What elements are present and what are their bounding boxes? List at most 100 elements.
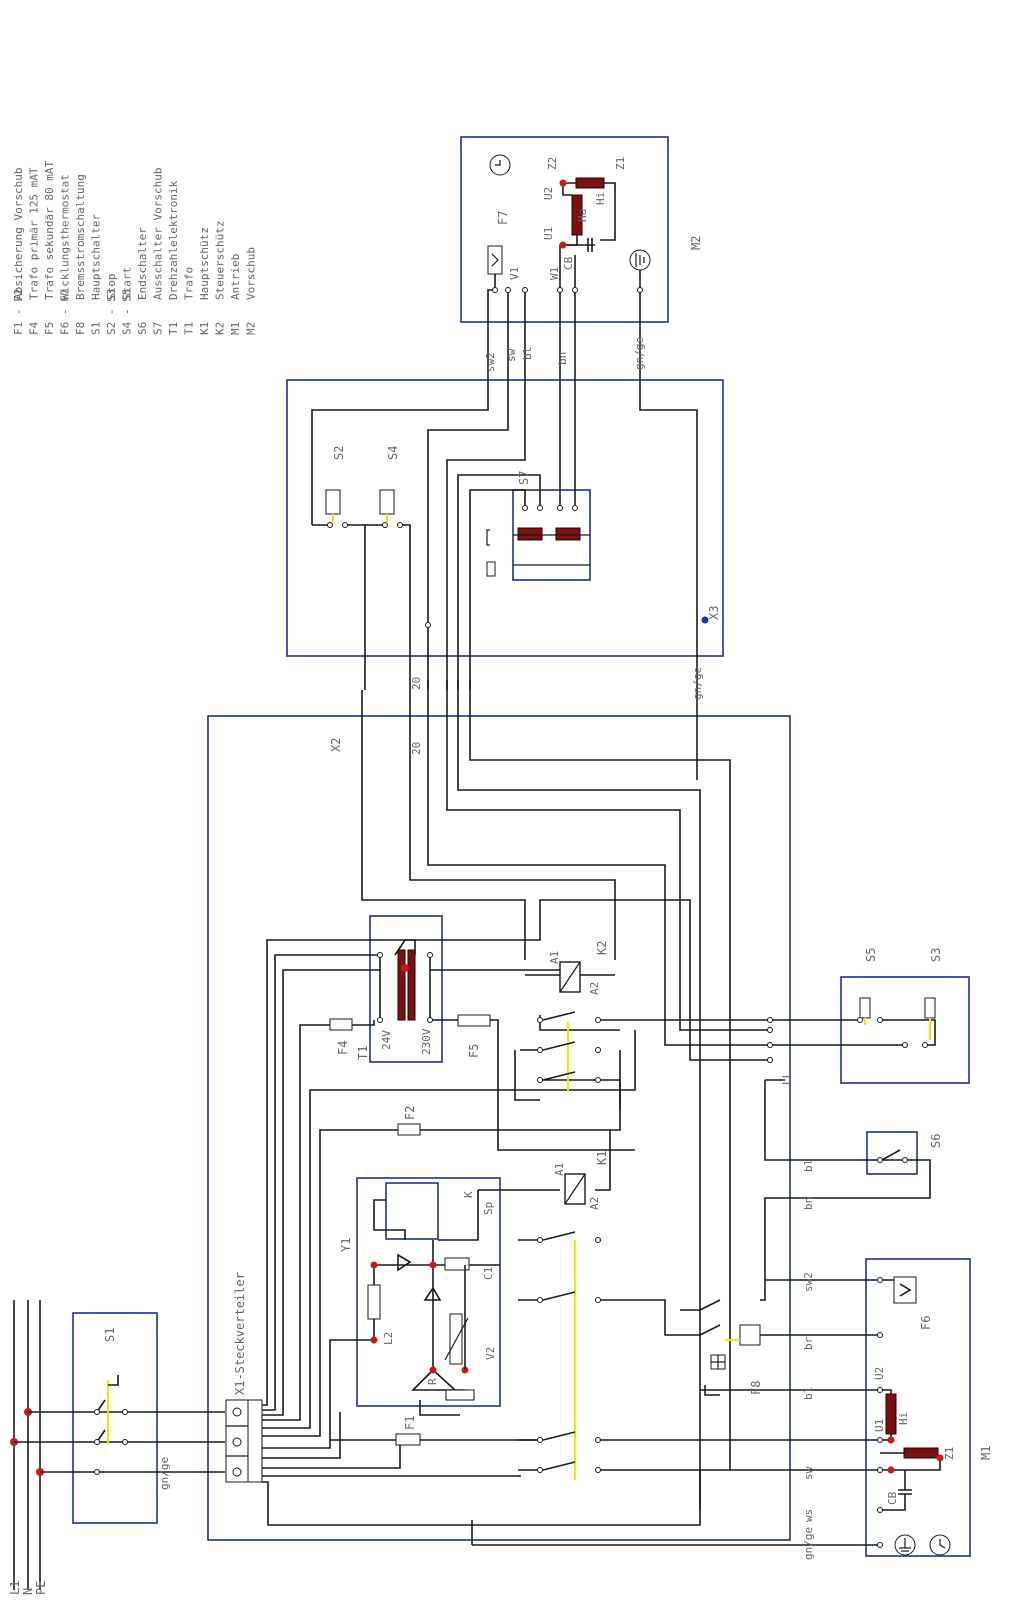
- legend-code: F5: [43, 322, 56, 335]
- label-x1: X1-Steckverteiler: [233, 1272, 247, 1395]
- legend-text: Endschalter: [136, 227, 149, 300]
- label-c1: C1: [482, 1267, 495, 1280]
- legend-code: F8: [74, 322, 87, 335]
- m1-frame: [865, 1258, 971, 1557]
- legend-code: M1: [229, 322, 242, 335]
- label-sw2-m1: sw2: [802, 1272, 815, 1292]
- label-x2-20a: 20: [410, 742, 423, 755]
- label-ws-m1: ws: [802, 1509, 815, 1522]
- legend-text: Ausschalter Vorschub: [152, 168, 165, 300]
- s1-frame: [72, 1312, 158, 1524]
- label-pe: PE: [34, 1581, 48, 1595]
- s3-s5-frame: [840, 976, 970, 1084]
- label-k: K: [462, 1191, 475, 1198]
- legend-code: K1: [198, 322, 211, 335]
- label-230v: 230V: [420, 1028, 433, 1055]
- label-x3: X3: [707, 606, 721, 620]
- control-panel-wiring: [311, 289, 709, 690]
- label-l1: L1: [8, 1581, 22, 1595]
- s6-switch: [877, 1149, 908, 1163]
- label-sw-m2: sw: [505, 348, 518, 362]
- label-s4: S4: [386, 446, 400, 460]
- legend-code: S2 - S3: [105, 289, 118, 335]
- label-bl-m1: bl: [802, 1387, 815, 1400]
- label-a1-k1: A1: [553, 1163, 566, 1176]
- label-v2: V2: [484, 1347, 497, 1360]
- label-s7: S7: [517, 471, 531, 485]
- legend-text: Drehzahlelektronik: [167, 180, 180, 300]
- mains-lines: [10, 1300, 225, 1590]
- label-f5: F5: [467, 1044, 481, 1058]
- label-v1-m2: V1: [508, 267, 521, 280]
- label-24v: 24V: [380, 1030, 393, 1050]
- label-cb-m1: CB: [886, 1491, 899, 1505]
- label-sw-m1: sw: [802, 1466, 815, 1480]
- label-m2: M2: [689, 236, 703, 250]
- s6-frame: [866, 1131, 918, 1175]
- label-ll: LL: [780, 1071, 793, 1085]
- label-a2-k1: A2: [588, 1197, 601, 1210]
- control-panel-frame: [286, 379, 724, 657]
- label-s6: S6: [929, 1134, 943, 1148]
- legend-text: Trafo primär 125 mAT: [28, 167, 41, 300]
- label-sw2-m2: sw2: [484, 352, 497, 372]
- k1-coil: [564, 1173, 586, 1205]
- t1-transformer: [377, 949, 433, 1023]
- label-s2: S2: [332, 446, 346, 460]
- label-x2: X2: [329, 738, 343, 752]
- legend-text: Trafo: [183, 267, 196, 300]
- legend-text: Hauptschalter: [90, 214, 103, 300]
- main-cabinet-frame: [207, 715, 791, 1541]
- m2-motor: [487, 154, 651, 293]
- label-ha-m2: Ha: [576, 209, 589, 222]
- label-gnge-m2: gn/ge: [633, 337, 646, 370]
- label-gnge-x3: gn/ge: [691, 667, 704, 700]
- s1-switch: [94, 1375, 128, 1475]
- legend-text: Stop: [105, 274, 118, 301]
- label-bl-s6: bl: [802, 1159, 815, 1172]
- legend-text: Hauptschütz: [198, 227, 211, 300]
- m1-motor: [877, 1276, 951, 1556]
- k2-coil: [525, 961, 615, 993]
- legend-code: S1: [90, 322, 103, 335]
- label-bl-m2: bl: [521, 347, 534, 360]
- label-t1: T1: [356, 1046, 370, 1060]
- legend-code: F1 - F2: [12, 289, 25, 335]
- f8-brake: [704, 1324, 761, 1396]
- label-f4: F4: [336, 1041, 350, 1055]
- legend-code: S4 - S5: [121, 289, 134, 335]
- label-z2-m2: Z2: [546, 157, 559, 170]
- label-hi-m2: Hi: [594, 192, 607, 205]
- label-f6: F6: [919, 1316, 933, 1330]
- label-u1-m1: U1: [873, 1419, 886, 1432]
- label-y1: Y1: [339, 1238, 353, 1252]
- label-f1: F1: [403, 1416, 417, 1430]
- label-bn-m2: bn: [556, 352, 569, 365]
- contact-terminals: [537, 1011, 601, 1473]
- legend-code: S7: [152, 322, 165, 335]
- label-cb-m2: CB: [562, 256, 575, 270]
- legend-text: Bremsstromschaltung: [74, 174, 87, 300]
- m2-frame: [460, 136, 669, 323]
- legend-text: Antrieb: [229, 254, 242, 300]
- y1-frame: [356, 1177, 501, 1407]
- label-a2-k2: A2: [588, 982, 601, 995]
- legend-text: Trafo sekundär 80 mAT: [43, 161, 56, 300]
- label-u2-m1: U2: [873, 1367, 886, 1380]
- legend-code: F4: [28, 321, 41, 335]
- label-u2-m2: U2: [542, 187, 555, 200]
- label-n: N: [21, 1588, 35, 1595]
- label-u1-m2: U1: [542, 227, 555, 240]
- label-gnge-s1: gn/ge: [158, 1457, 171, 1490]
- legend-text: Wicklungsthermostat: [59, 174, 72, 300]
- legend-code: S6: [136, 322, 149, 335]
- cabinet-wiring: [262, 680, 936, 1546]
- label-br-m1: br: [802, 1336, 815, 1350]
- label-gnge-m1: gn/ge: [802, 1527, 815, 1560]
- legend-code: M2: [245, 322, 258, 335]
- label-k1: K1: [595, 1151, 609, 1165]
- label-f2: F2: [403, 1106, 417, 1120]
- legend-text: Vorschub: [245, 247, 258, 300]
